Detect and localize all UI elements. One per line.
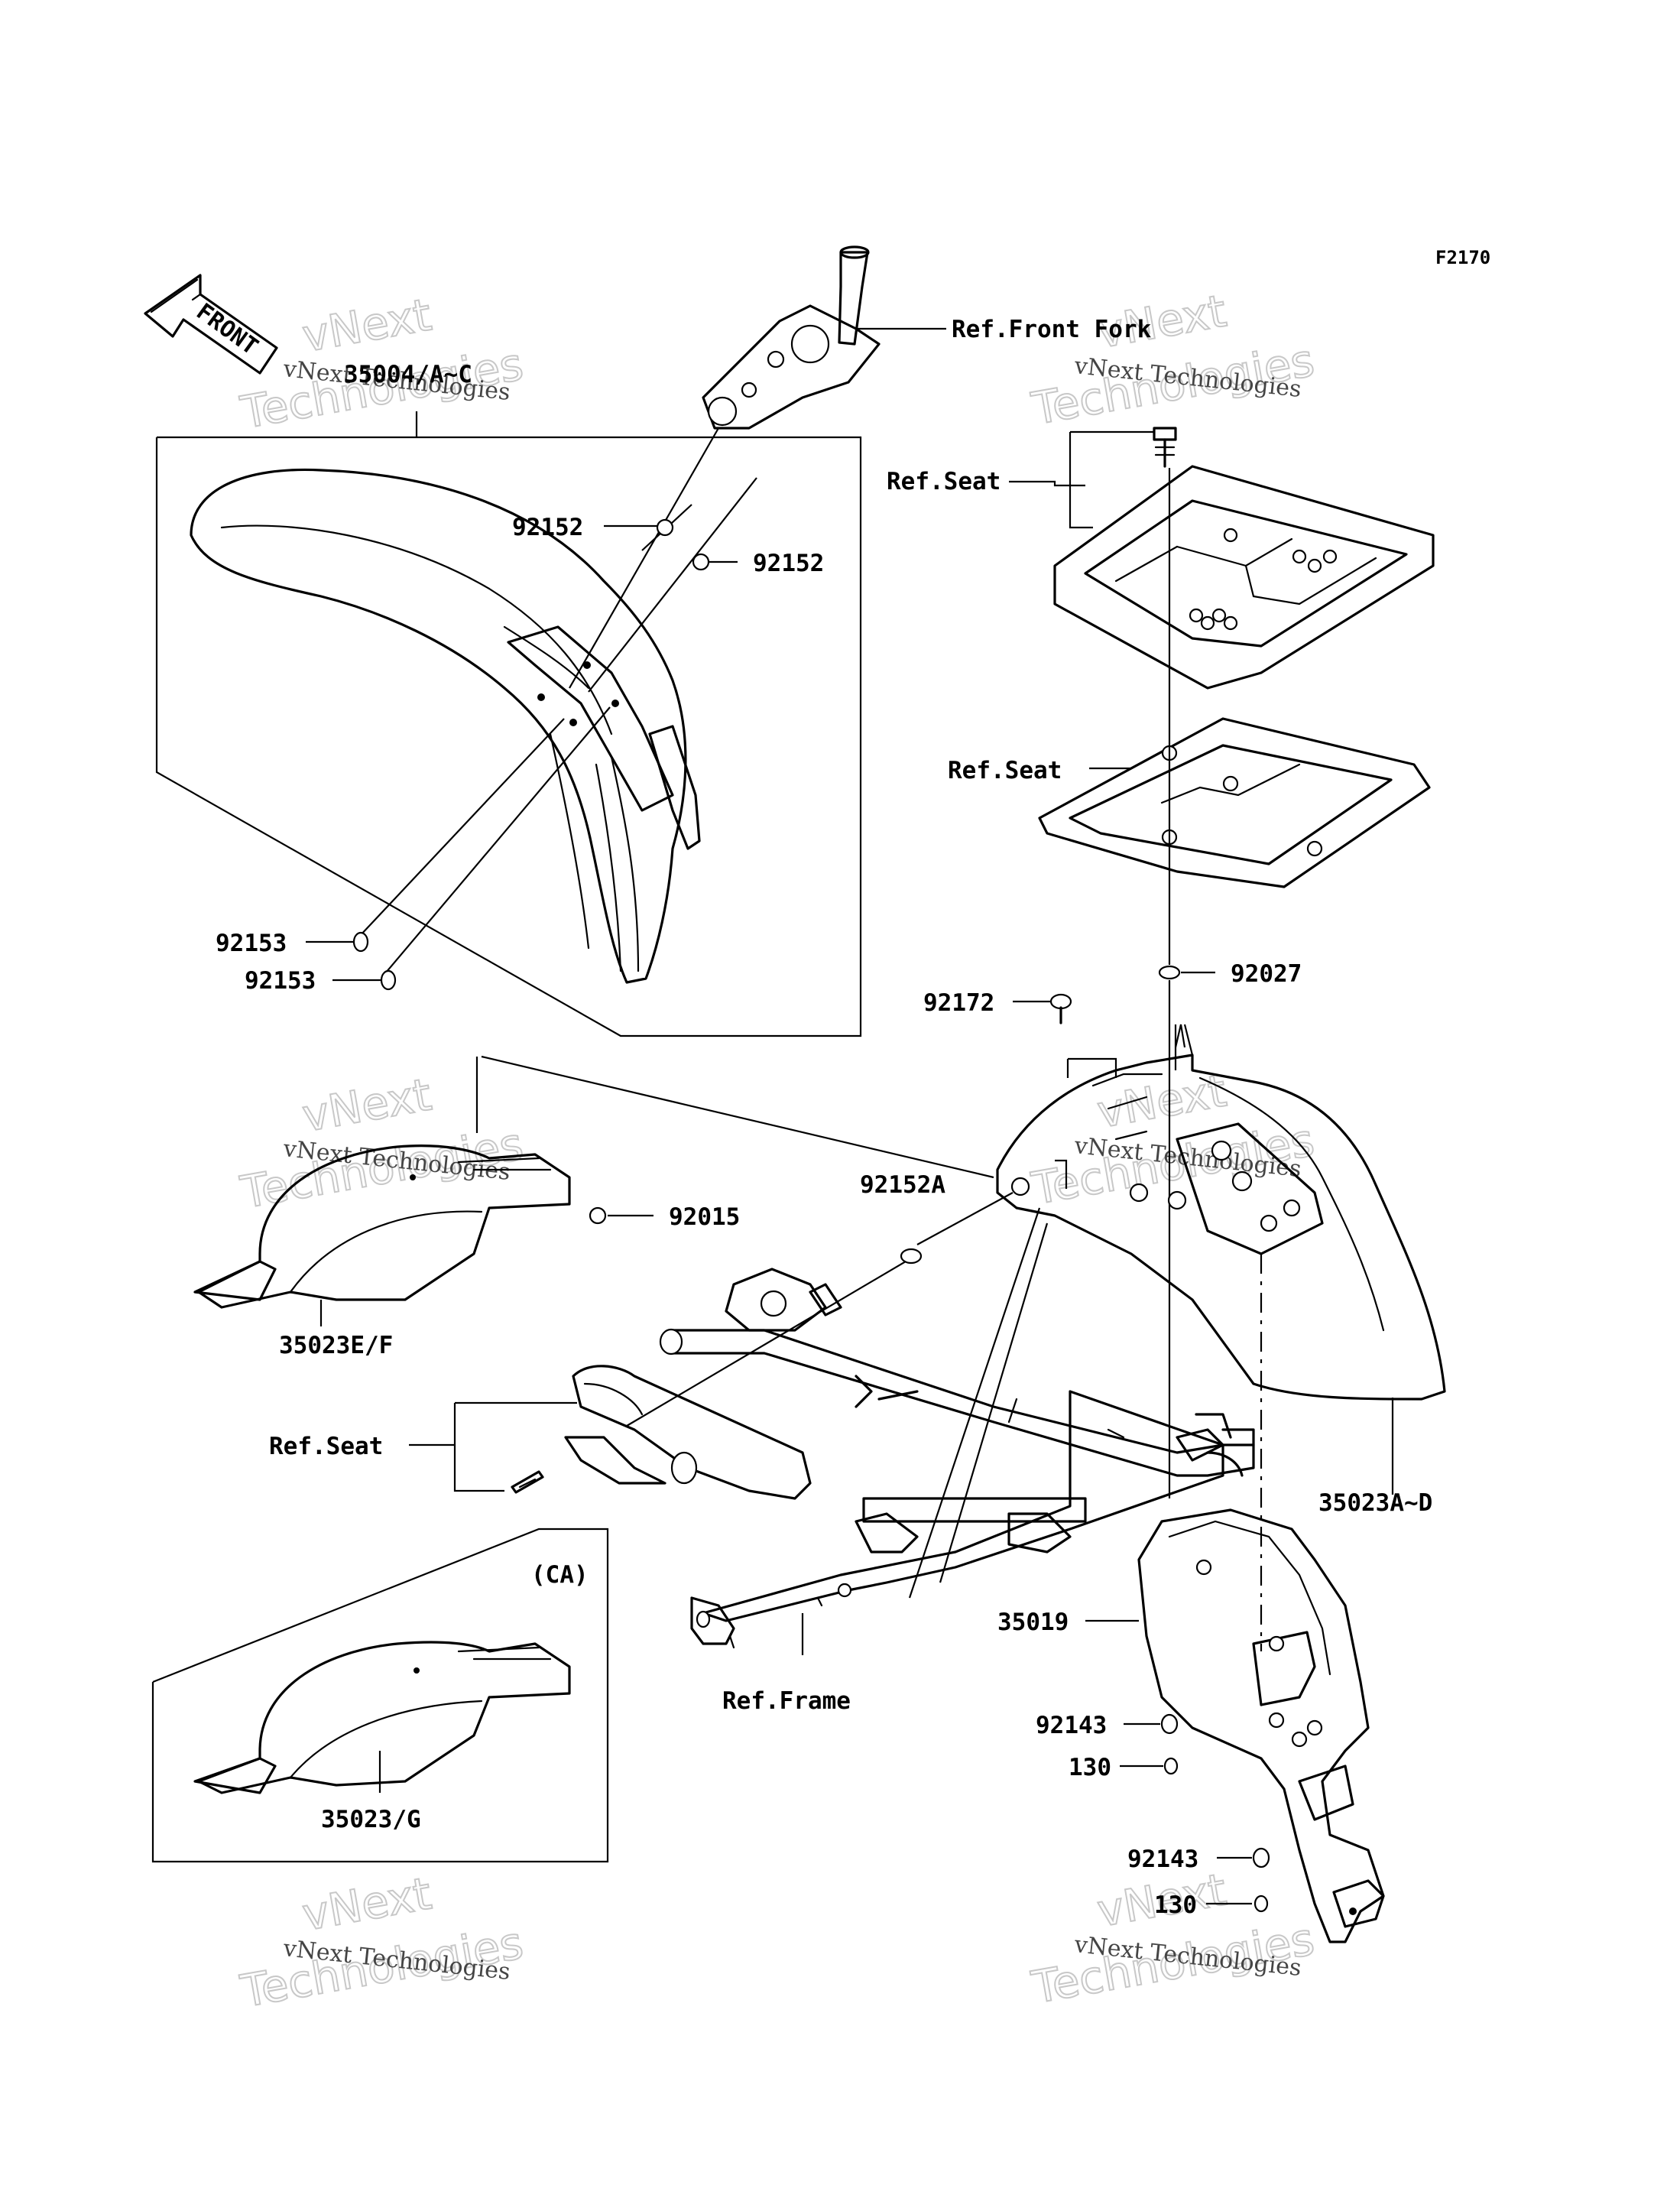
svg-text:Ref.Seat: Ref.Seat bbox=[269, 1433, 383, 1460]
svg-text:92027: 92027 bbox=[1231, 960, 1302, 988]
callout-92015: 92015 bbox=[608, 1203, 740, 1231]
front-fender-group bbox=[155, 245, 881, 1037]
svg-text:92153: 92153 bbox=[245, 967, 316, 995]
svg-text:35023A~D: 35023A~D bbox=[1318, 1489, 1432, 1517]
watermark-top-right: vNext Technologies vNext Technologies bbox=[1027, 284, 1319, 436]
seat-brackets bbox=[1038, 427, 1435, 1498]
mudflap-35019 bbox=[1137, 1508, 1385, 1943]
callout-35023ad: 35023A~D bbox=[1318, 1489, 1432, 1517]
watermark-mid-left: vNext Technologies vNext Technologies bbox=[236, 1067, 528, 1219]
svg-text:vNext: vNext bbox=[299, 288, 436, 362]
callout-ca-tag: (CA) bbox=[531, 1561, 589, 1589]
front-fork-clamp bbox=[702, 245, 881, 430]
watermark-bottom-left: vNext Technologies vNext Technologies bbox=[236, 1866, 528, 2018]
callout-35023g: 35023/G bbox=[321, 1806, 421, 1833]
callout-130-lower: 130 bbox=[1154, 1891, 1252, 1919]
svg-text:92015: 92015 bbox=[669, 1203, 740, 1231]
callout-92152-right: 92152 bbox=[709, 550, 824, 577]
svg-text:92152A: 92152A bbox=[860, 1171, 945, 1199]
svg-text:92153: 92153 bbox=[216, 930, 287, 957]
front-arrow-icon: FRONT bbox=[144, 274, 278, 375]
svg-text:35023E/F: 35023E/F bbox=[279, 1332, 393, 1359]
svg-text:92143: 92143 bbox=[1036, 1712, 1107, 1739]
callout-92027: 92027 bbox=[1181, 960, 1302, 988]
svg-text:92172: 92172 bbox=[923, 989, 994, 1017]
rear-fender-ad bbox=[996, 1024, 1446, 1651]
rear-subframe bbox=[564, 1268, 1255, 1649]
svg-text:Ref.Seat: Ref.Seat bbox=[887, 468, 1001, 495]
svg-text:92143: 92143 bbox=[1127, 1846, 1198, 1873]
watermark-bottom-right: vNext Technologies vNext Technologies bbox=[1027, 1862, 1319, 2015]
callout-92153-lower: 92153 bbox=[245, 967, 381, 995]
callout-92152-left: 92152 bbox=[512, 514, 657, 541]
svg-text:Ref.Seat: Ref.Seat bbox=[948, 757, 1062, 784]
callout-92153-upper: 92153 bbox=[216, 930, 353, 957]
svg-text:92152: 92152 bbox=[753, 550, 824, 577]
svg-text:(CA): (CA) bbox=[531, 1561, 589, 1589]
callout-seat-middle: Ref.Seat bbox=[948, 757, 1131, 784]
inner-fender-ef bbox=[193, 1057, 607, 1309]
seat-bolt-lower bbox=[511, 1470, 544, 1494]
svg-text:130: 130 bbox=[1154, 1891, 1197, 1919]
diagram-code: F2170 bbox=[1435, 247, 1490, 268]
svg-text:92152: 92152 bbox=[512, 514, 583, 541]
svg-text:35019: 35019 bbox=[997, 1609, 1069, 1636]
callout-seat-upper: Ref.Seat bbox=[887, 430, 1154, 529]
callout-92143-upper: 92143 bbox=[1036, 1712, 1160, 1739]
washer-92152a bbox=[900, 1248, 923, 1265]
svg-text:vNext: vNext bbox=[1094, 1064, 1231, 1138]
ca-fender-group bbox=[151, 1528, 609, 1863]
svg-text:35004/A~C: 35004/A~C bbox=[344, 361, 472, 388]
svg-text:130: 130 bbox=[1069, 1754, 1111, 1781]
svg-text:Ref.Frame: Ref.Frame bbox=[722, 1687, 851, 1715]
svg-text:Ref.Front Fork: Ref.Front Fork bbox=[952, 316, 1152, 343]
bolt-92172 bbox=[1049, 993, 1072, 1024]
callout-seat-lower: Ref.Seat bbox=[269, 1401, 577, 1492]
svg-text:vNext: vNext bbox=[299, 1867, 436, 1940]
callout-92143-lower: 92143 bbox=[1127, 1846, 1252, 1873]
callout-92152a: 92152A bbox=[860, 1171, 945, 1199]
callout-130-upper: 130 bbox=[1069, 1754, 1163, 1781]
callout-35023ef: 35023E/F bbox=[279, 1300, 393, 1359]
svg-text:35023/G: 35023/G bbox=[321, 1806, 421, 1833]
callout-92172: 92172 bbox=[923, 989, 1051, 1017]
callout-front-fork: Ref.Front Fork bbox=[856, 316, 1152, 343]
callout-front-fender: 35004/A~C bbox=[344, 361, 472, 388]
svg-text:vNext: vNext bbox=[299, 1068, 436, 1141]
callout-frame: Ref.Frame bbox=[722, 1613, 851, 1715]
callout-35019: 35019 bbox=[997, 1609, 1139, 1636]
